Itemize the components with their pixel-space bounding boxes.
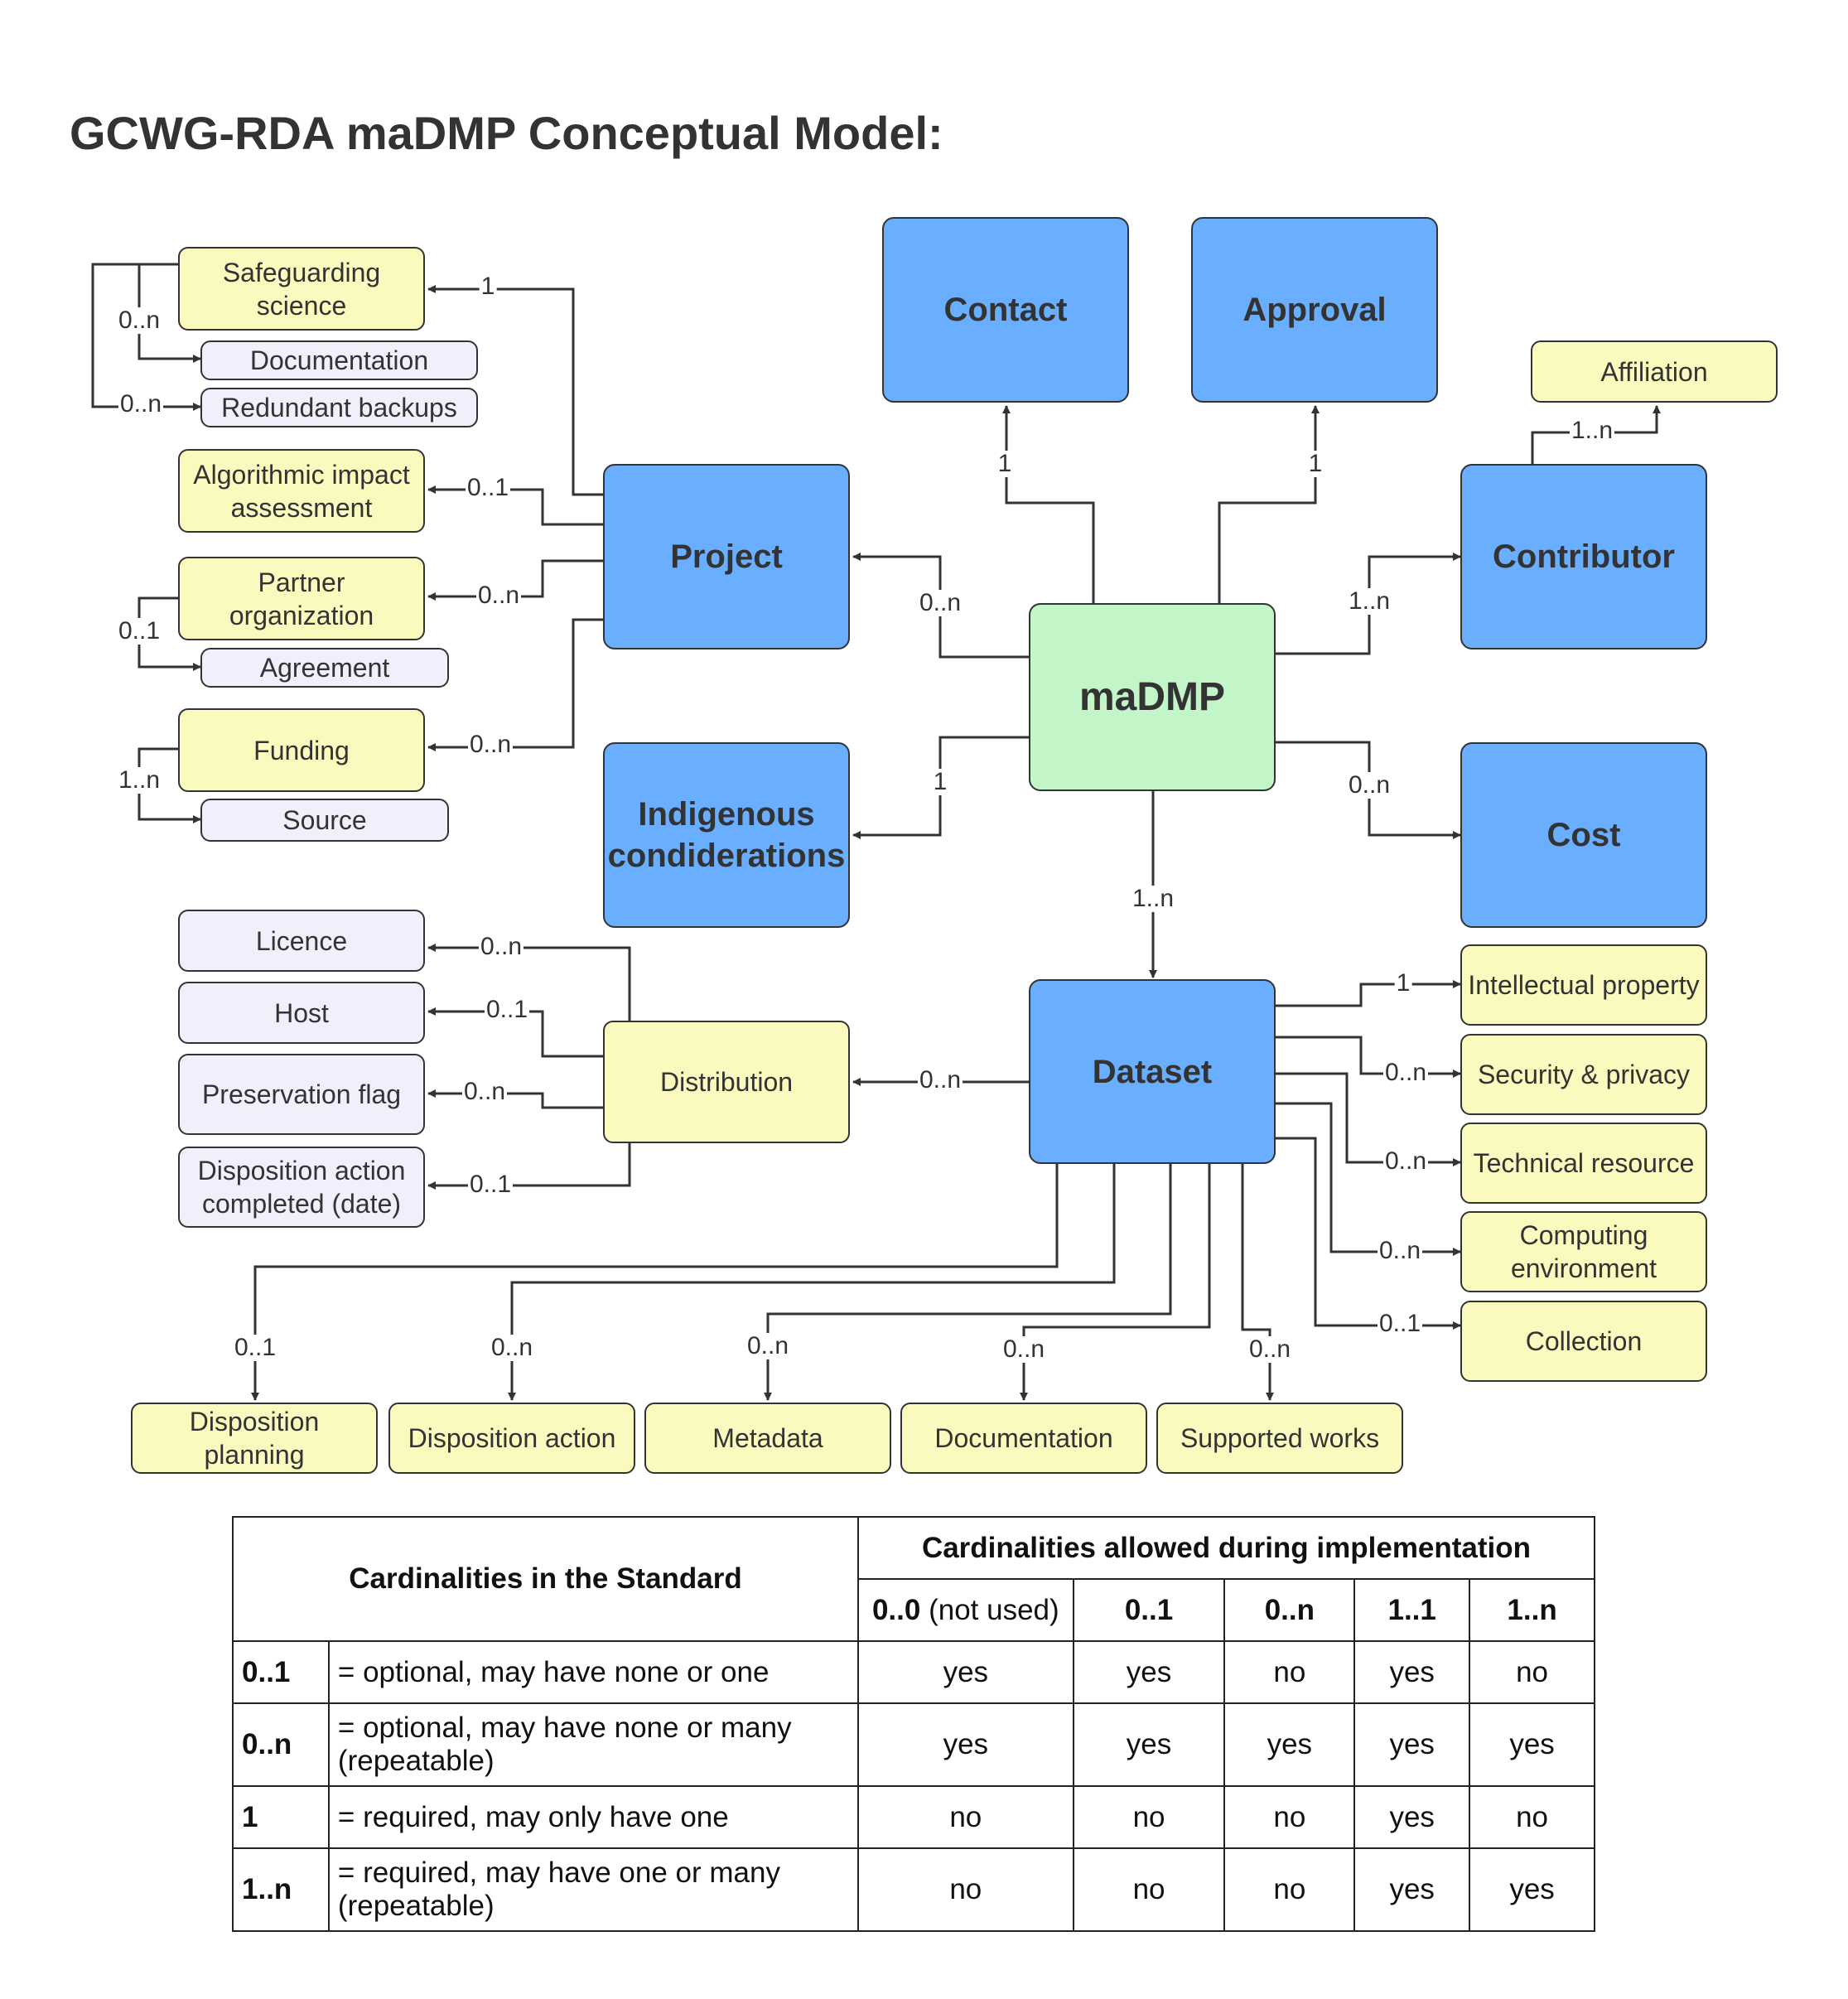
distribution-node: Distribution (603, 1021, 850, 1143)
contact-node: Contact (882, 217, 1129, 403)
source-node: Source (200, 799, 449, 842)
legend-header-standard: Cardinalities in the Standard (232, 1516, 859, 1642)
edge-project-funding (427, 618, 603, 751)
cardinality-label: 0..n (1382, 1059, 1429, 1086)
legend-row: 1..n = required, may have one or many (r… (232, 1847, 1595, 1932)
affiliation-node: Affiliation (1531, 340, 1778, 403)
madmp-node: maDMP (1029, 603, 1276, 791)
security-privacy-node: Security & privacy (1460, 1034, 1707, 1115)
computing-environment-node: Computing environment (1460, 1211, 1707, 1292)
legend-column-header: 0..n (1223, 1578, 1356, 1642)
cardinality-label: 0..1 (116, 617, 162, 645)
edge-madmp-approval (1218, 405, 1320, 603)
legend-row: 1 = required, may only have one no no no… (232, 1785, 1595, 1849)
edge-dataset-collection (1276, 1137, 1461, 1330)
edge-project-safeguarding (427, 285, 603, 496)
cardinality-label: 0..n (917, 1066, 963, 1094)
documentation-sub-node: Documentation (200, 340, 478, 380)
licence-node: Licence (178, 910, 425, 972)
edge-distribution-preservation (427, 1089, 603, 1109)
edge-dataset-intellectual (1276, 980, 1461, 1007)
cardinality-label: 0..1 (232, 1334, 278, 1361)
cardinality-label: 0..n (116, 307, 162, 334)
edge-distribution-disposition-completed (427, 1143, 631, 1190)
edge-dataset-technical (1276, 1072, 1461, 1166)
cardinality-label: 0..1 (484, 996, 530, 1023)
cardinality-label: 0..n (467, 731, 514, 758)
host-node: Host (178, 982, 425, 1044)
approval-node: Approval (1191, 217, 1438, 403)
cardinality-label: 0..n (917, 589, 963, 616)
cardinality-label: 1 (1394, 969, 1412, 997)
disposition-action-node: Disposition action (388, 1403, 635, 1474)
legend-row: 0..n = optional, may have none or many (… (232, 1702, 1595, 1787)
cardinality-label: 0..n (745, 1332, 791, 1359)
indigenous-node: Indigenous condiderations (603, 742, 850, 928)
edge-madmp-contact (1002, 405, 1095, 603)
cardinality-label: 0..n (1377, 1237, 1423, 1264)
agreement-node: Agreement (200, 648, 449, 688)
algorithmic-impact-node: Algorithmic impact assessment (178, 449, 425, 533)
contributor-node: Contributor (1460, 464, 1707, 649)
cost-node: Cost (1460, 742, 1707, 928)
cardinality-legend-table: Cardinalities in the Standard Cardinalit… (232, 1516, 1596, 1932)
cardinality-label: 1..n (116, 766, 162, 794)
legend-row: 0..1 = optional, may have none or one ye… (232, 1640, 1595, 1704)
cardinality-label: 1..n (1130, 885, 1176, 912)
cardinality-label: 0..n (1382, 1147, 1429, 1175)
intellectual-property-node: Intellectual property (1460, 944, 1707, 1026)
disposition-planning-node: Disposition planning (131, 1403, 378, 1474)
project-node: Project (603, 464, 850, 649)
edge-dataset-computing (1276, 1102, 1461, 1256)
cardinality-label: 0..n (1247, 1335, 1293, 1363)
cardinality-label: 0..n (461, 1078, 508, 1105)
disposition-completed-node: Disposition action completed (date) (178, 1147, 425, 1228)
cardinality-label: 1 (931, 768, 949, 795)
preservation-flag-node: Preservation flag (178, 1054, 425, 1135)
edge-dataset-security (1276, 1036, 1461, 1078)
dataset-node: Dataset (1029, 979, 1276, 1164)
cardinality-label: 1..n (1569, 417, 1615, 444)
redundant-backups-node: Redundant backups (200, 388, 478, 427)
legend-column-header: 1..1 (1353, 1578, 1471, 1642)
documentation-node: Documentation (900, 1403, 1147, 1474)
safeguarding-science-node: Safeguarding science (178, 247, 425, 331)
cardinality-label: 1 (479, 273, 497, 300)
cardinality-label: 0..n (118, 390, 164, 418)
cardinality-label: 0..1 (465, 474, 511, 501)
cardinality-label: 0..n (1001, 1335, 1047, 1363)
edge-dataset-supported-works (1241, 1164, 1274, 1401)
edge-dataset-disposition-planning (251, 1164, 1059, 1401)
metadata-node: Metadata (644, 1403, 891, 1474)
funding-node: Funding (178, 708, 425, 792)
partner-organization-node: Partner organization (178, 557, 425, 640)
edge-dataset-documentation (1020, 1164, 1211, 1401)
cardinality-label: 0..n (489, 1334, 535, 1361)
diagram-title: GCWG-RDA maDMP Conceptual Model: (70, 107, 943, 159)
cardinality-label: 0..n (475, 582, 522, 609)
cardinality-label: 1 (1306, 450, 1324, 477)
legend-column-header: 0..1 (1072, 1578, 1226, 1642)
cardinality-label: 0..1 (467, 1171, 514, 1198)
cardinality-label: 0..n (1346, 771, 1392, 799)
collection-node: Collection (1460, 1301, 1707, 1382)
cardinality-label: 0..1 (1377, 1310, 1423, 1337)
cardinality-label: 1..n (1346, 587, 1392, 615)
legend-header-implementation: Cardinalities allowed during implementat… (856, 1516, 1596, 1580)
cardinality-label: 0..n (478, 933, 524, 960)
supported-works-node: Supported works (1156, 1403, 1403, 1474)
legend-column-header: 1..n (1469, 1578, 1595, 1642)
technical-resource-node: Technical resource (1460, 1123, 1707, 1204)
legend-column-header: 0..0 (not used) (856, 1578, 1074, 1642)
cardinality-label: 1 (996, 450, 1014, 477)
